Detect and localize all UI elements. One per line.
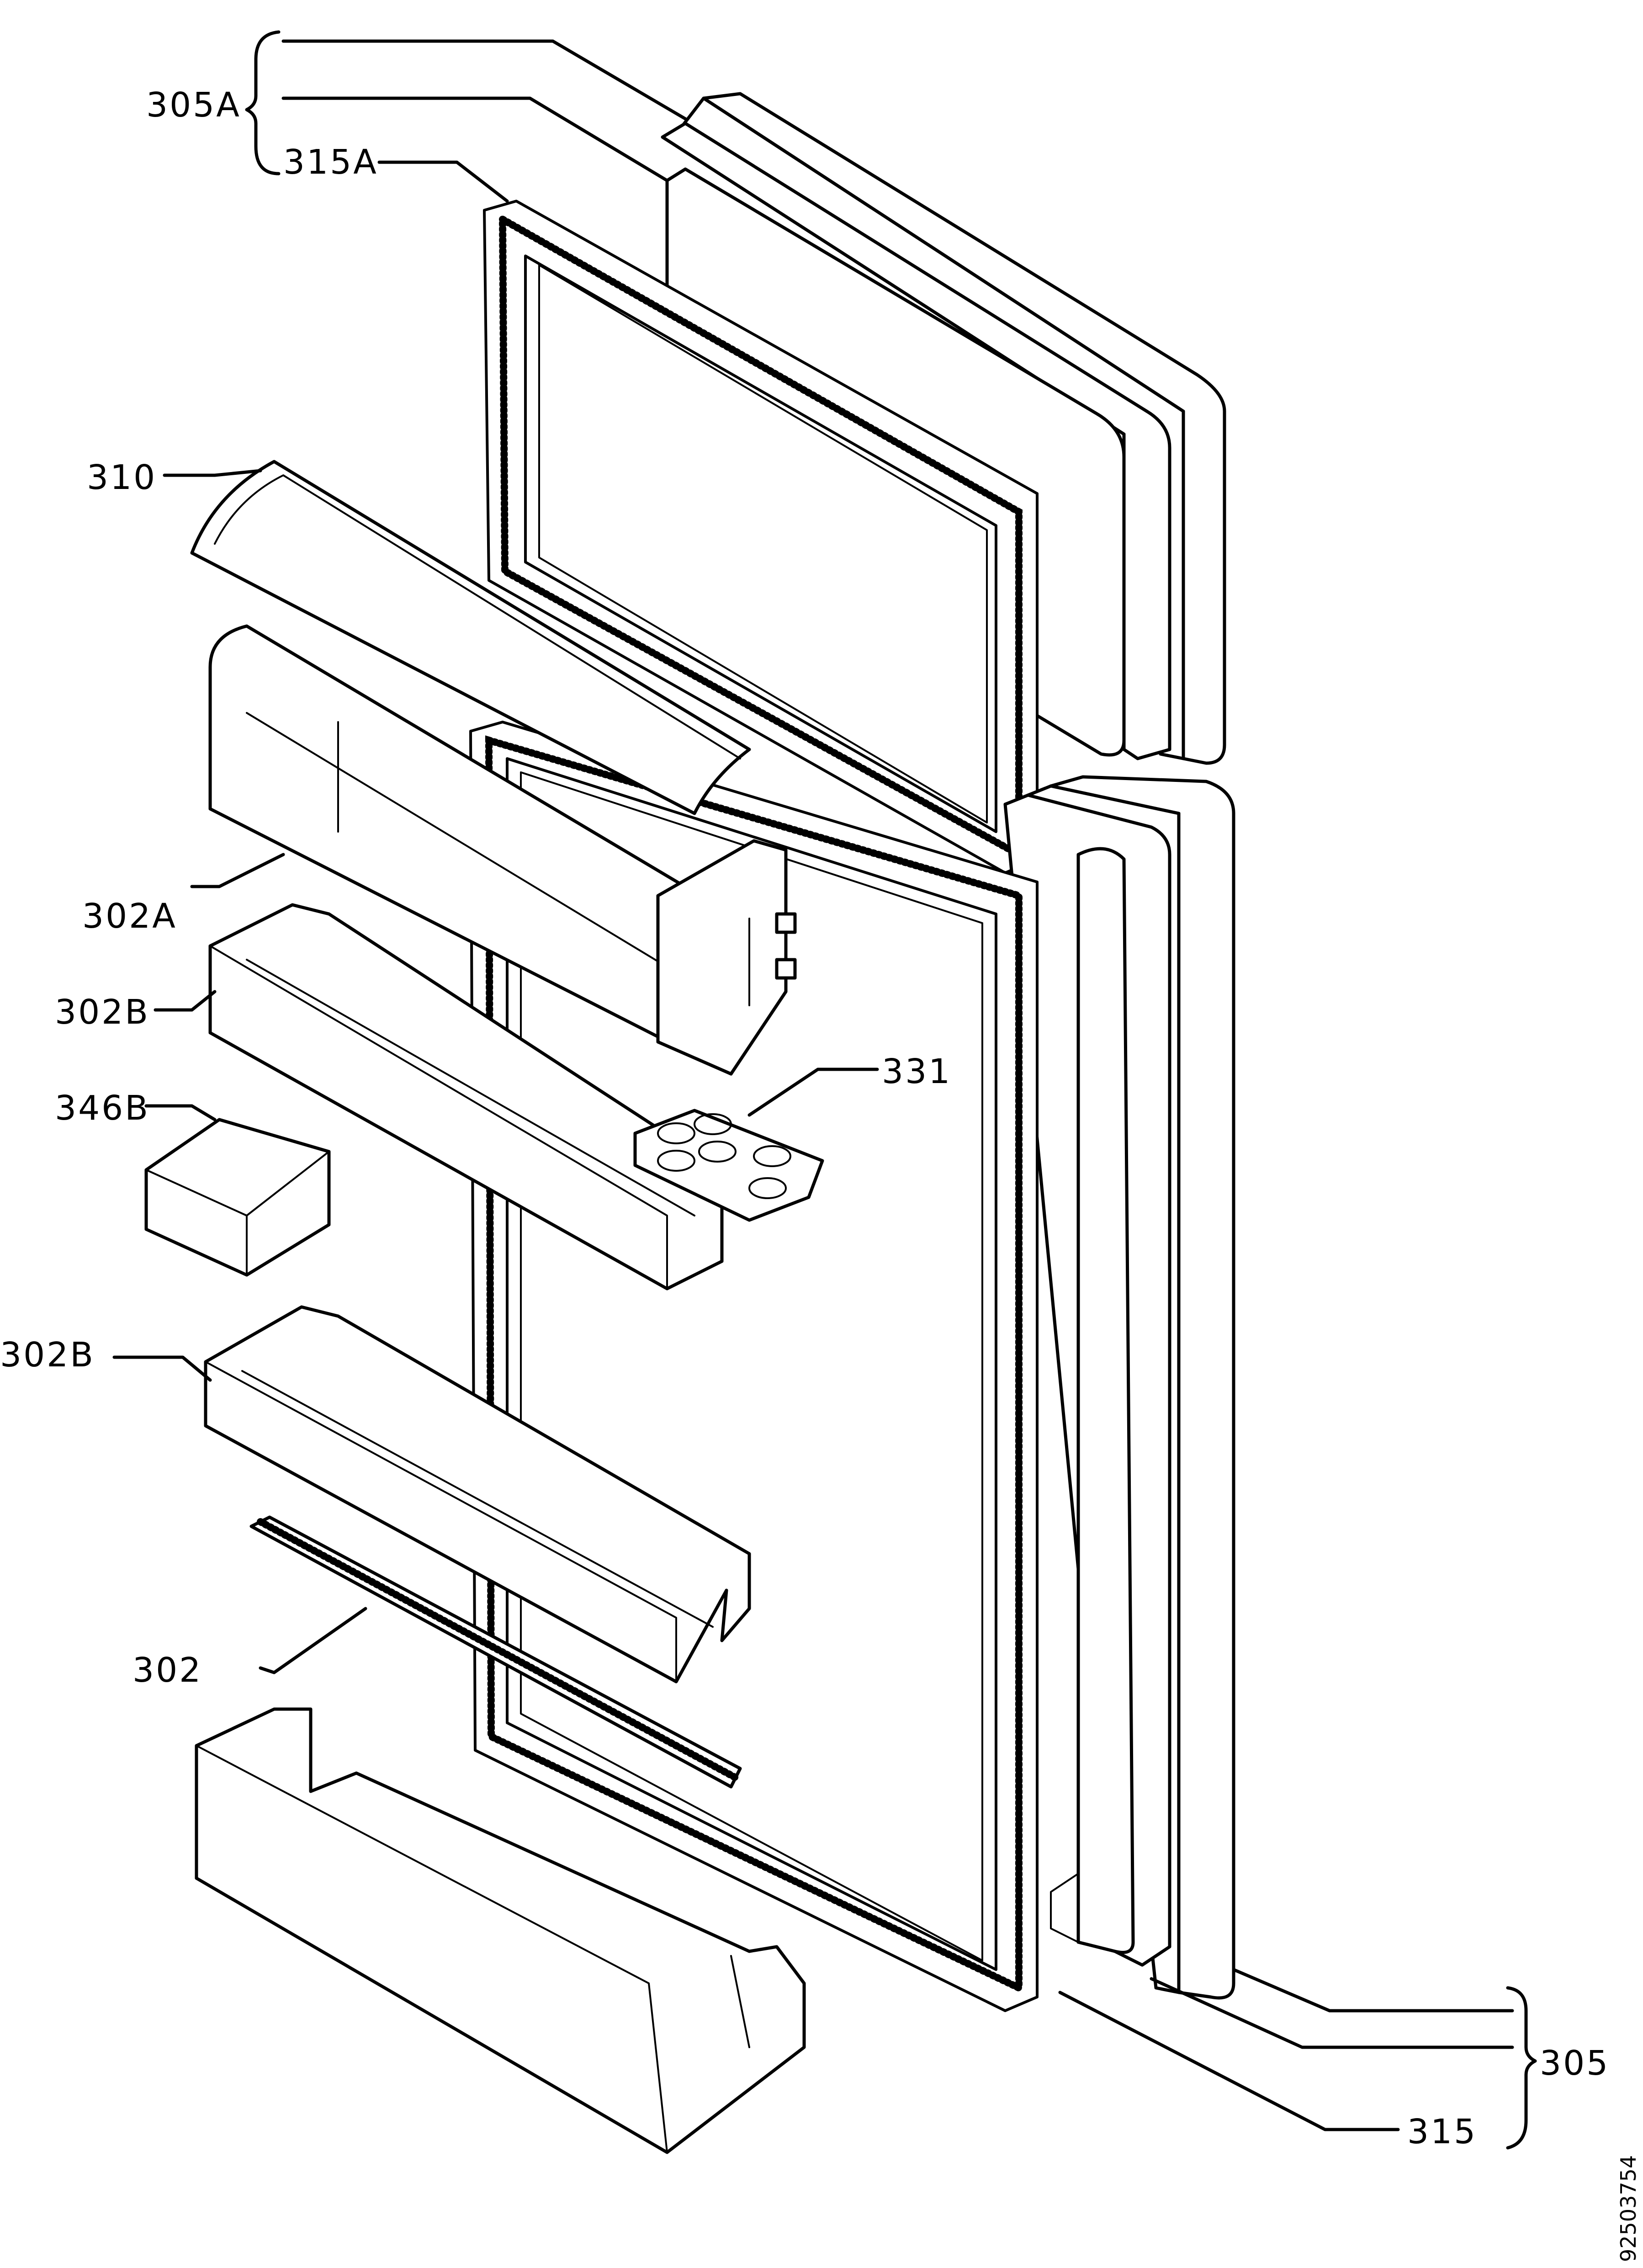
label-310: 310: [87, 458, 157, 497]
label-302: 302: [132, 1651, 202, 1690]
label-305: 305: [1540, 2044, 1610, 2083]
door-shelf-upper: [208, 903, 724, 1291]
door-shelf-middle: [204, 1305, 751, 1684]
label-302a: 302A: [82, 897, 177, 936]
dairy-shelf: [208, 624, 797, 1076]
label-315: 315: [1407, 2112, 1477, 2151]
small-storage-box: [144, 1118, 331, 1277]
leader-lines: [112, 30, 1537, 2150]
dairy-compartment-flap: [190, 460, 751, 815]
egg-tray: [633, 1109, 824, 1222]
label-305a: 305A: [146, 85, 241, 125]
label-331: 331: [882, 1052, 952, 1091]
label-302b-middle: 302B: [0, 1335, 95, 1375]
label-315a: 315A: [283, 143, 378, 182]
bottle-retainer-rail: [249, 1515, 742, 1789]
label-302b-upper: 302B: [55, 993, 150, 1032]
door-bottom-bin: [195, 1707, 806, 2154]
fridge-door-gasket: [469, 721, 1039, 2012]
label-346b: 346B: [55, 1089, 150, 1128]
fridge-door-outer-panel: [1003, 775, 1235, 2000]
freezer-door-gasket: [483, 200, 1039, 874]
document-id: 92503754: [1616, 2155, 1641, 2262]
part-labels: 305A 315A 310 302A 302B 346B 331 302B 30…: [0, 85, 1641, 2262]
